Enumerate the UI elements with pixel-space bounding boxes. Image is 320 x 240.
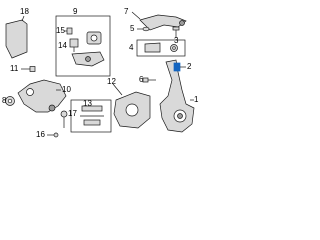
leader-18 bbox=[21, 15, 25, 22]
part-bushing-assembly bbox=[71, 31, 105, 67]
callout-7: 7 bbox=[124, 7, 129, 16]
callout-14: 14 bbox=[58, 41, 67, 50]
callout-18: 18 bbox=[20, 7, 29, 16]
callout-16: 16 bbox=[36, 130, 45, 139]
part-upper-ball-joint-14 bbox=[69, 38, 79, 52]
leader-12 bbox=[112, 83, 123, 96]
callout-13: 13 bbox=[83, 99, 92, 108]
callout-1: 1 bbox=[194, 95, 199, 104]
part-bolt-6 bbox=[142, 77, 156, 83]
callout-11: 11 bbox=[10, 64, 19, 73]
part-grease-fitting-15 bbox=[64, 27, 73, 35]
callout-6: 6 bbox=[139, 75, 144, 84]
part-bushing-4 bbox=[144, 42, 178, 53]
leader-7 bbox=[131, 11, 141, 20]
callout-5: 5 bbox=[130, 24, 135, 33]
callout-15: 15 bbox=[56, 26, 65, 35]
callout-8: 8 bbox=[2, 96, 7, 105]
callout-4: 4 bbox=[129, 43, 134, 52]
part-ball-joint-17 bbox=[60, 110, 68, 128]
part-bolt-set-13 bbox=[80, 105, 104, 126]
callout-10: 10 bbox=[62, 85, 71, 94]
callout-9: 9 bbox=[73, 7, 78, 16]
callout-3: 3 bbox=[174, 36, 179, 45]
callout-12: 12 bbox=[107, 77, 116, 86]
part-washer-5 bbox=[137, 26, 150, 32]
part-shield bbox=[5, 19, 28, 59]
part-lower-control-arm bbox=[17, 79, 67, 113]
callout-box-4 bbox=[136, 39, 186, 57]
callout-box-13 bbox=[70, 99, 112, 133]
part-bolt-11 bbox=[21, 66, 36, 72]
callout-17: 17 bbox=[68, 109, 77, 118]
callout-2: 2 bbox=[187, 62, 192, 71]
exploded-parts-diagram bbox=[5, 11, 195, 138]
callout-box-9 bbox=[55, 15, 111, 77]
part-bolt-3 bbox=[172, 26, 180, 38]
